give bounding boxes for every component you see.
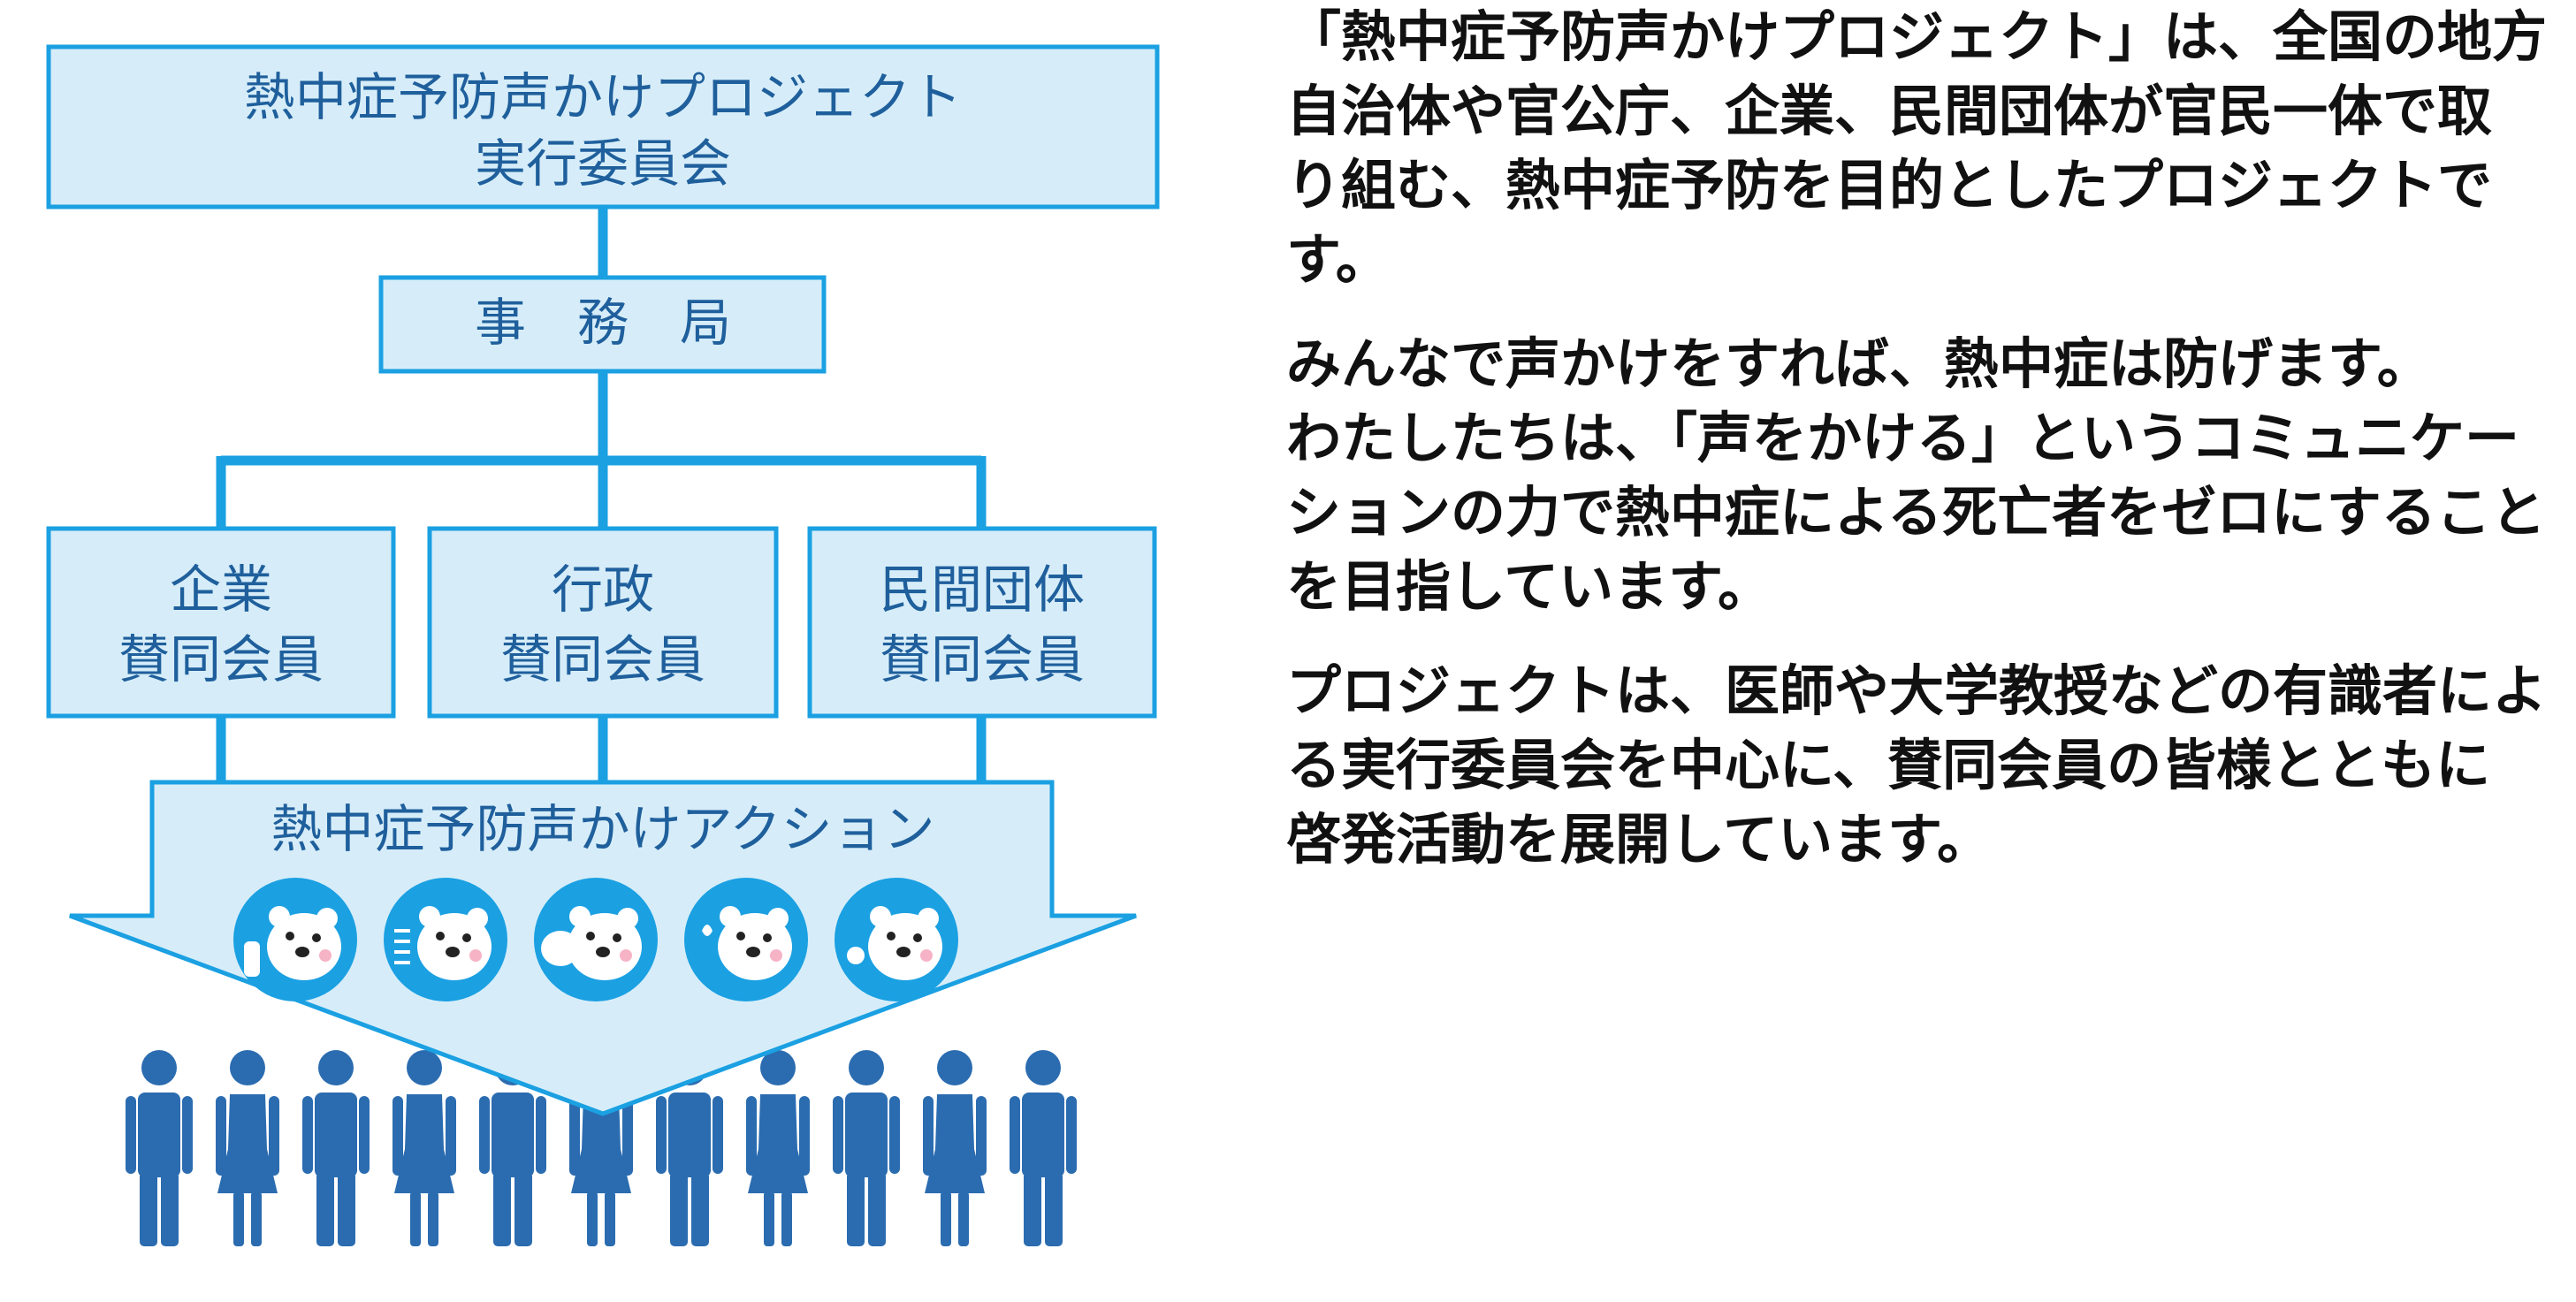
paragraph-2-line: ションの力で熱中症による死亡者をゼロにすること [1286, 480, 2546, 544]
man-icon [833, 1050, 900, 1246]
member-private-line2: 賛同会員 [880, 629, 1085, 689]
member-government-line1: 行政 [552, 560, 654, 620]
bear-sweat-icon [684, 878, 808, 1001]
org-diagram: 熱中症予防声かけプロジェクト 実行委員会 事 務 局 企業 賛同会員 行政 賛同… [46, 44, 1160, 1246]
man-icon [1010, 1050, 1077, 1246]
paragraph-2-line: を目指しています。 [1286, 554, 1772, 619]
action-label: 熱中症予防声かけアクション [271, 799, 934, 859]
woman-icon [216, 1050, 279, 1246]
member-corporate-line2: 賛同会員 [118, 629, 324, 689]
committee-box: 熱中症予防声かけプロジェクト 実行委員会 [46, 44, 1160, 209]
paragraph-1-line: 自治体や官公庁、企業、民間団体が官民一体で取 [1286, 79, 2493, 143]
member-box-private: 民間団体 賛同会員 [807, 526, 1157, 719]
member-box-corporate: 企業 賛同会員 [46, 526, 396, 719]
committee-label-line1: 熱中症予防声かけプロジェクト [244, 67, 962, 127]
description-panel: 「熱中症予防声かけプロジェクト」は、全国の地方 自治体や官公庁、企業、民間団体が… [1286, 0, 2568, 907]
paragraph-3-line: る実行委員会を中心に、賛同会員の皆様とともに [1286, 733, 2491, 797]
committee-label-line2: 実行委員会 [475, 133, 731, 194]
member-government-line2: 賛同会員 [500, 629, 705, 689]
paragraph-1-line: 「熱中症予防声かけプロジェクト」は、全国の地方 [1286, 4, 2548, 69]
paragraph-3-line: 啓発活動を展開しています。 [1286, 807, 1992, 872]
bear-breathing-icon [835, 878, 958, 1001]
description-paragraph-1: 「熱中症予防声かけプロジェクト」は、全国の地方 自治体や官公庁、企業、民間団体が… [1286, 0, 2568, 297]
paragraph-1-line: す。 [1286, 227, 1391, 292]
man-icon [302, 1050, 370, 1246]
bear-drinking-icon [233, 878, 357, 1001]
people-row [126, 1050, 1077, 1246]
man-icon [126, 1050, 193, 1246]
woman-icon [923, 1050, 987, 1246]
paragraph-3-line: プロジェクトは、医師や大学教授などの有識者によ [1286, 659, 2548, 723]
woman-icon [746, 1050, 810, 1246]
mascot-row [233, 878, 958, 1001]
paragraph-2-line: わたしたちは、「声をかける」というコミュニケー [1286, 406, 2520, 470]
woman-icon [392, 1050, 456, 1246]
bear-fan-icon [384, 878, 507, 1001]
connector-lines [216, 207, 987, 782]
description-paragraph-2: みんなで声かけをすれば、熱中症は防げます。 わたしたちは、「声をかける」というコ… [1286, 327, 2568, 624]
bears-talking-icon [534, 878, 658, 1001]
secretariat-box: 事 務 局 [378, 275, 827, 374]
member-box-government: 行政 賛同会員 [427, 526, 779, 719]
member-private-line1: 民間団体 [880, 560, 1085, 620]
description-paragraph-3: プロジェクトは、医師や大学教授などの有識者によ る実行委員会を中心に、賛同会員の… [1286, 654, 2568, 877]
member-corporate-line1: 企業 [170, 560, 272, 620]
secretariat-label: 事 務 局 [475, 293, 731, 353]
paragraph-1-line: り組む、熱中症予防を目的としたプロジェクトで [1286, 153, 2493, 217]
paragraph-2-line: みんなで声かけをすれば、熱中症は防げます。 [1286, 331, 2432, 396]
